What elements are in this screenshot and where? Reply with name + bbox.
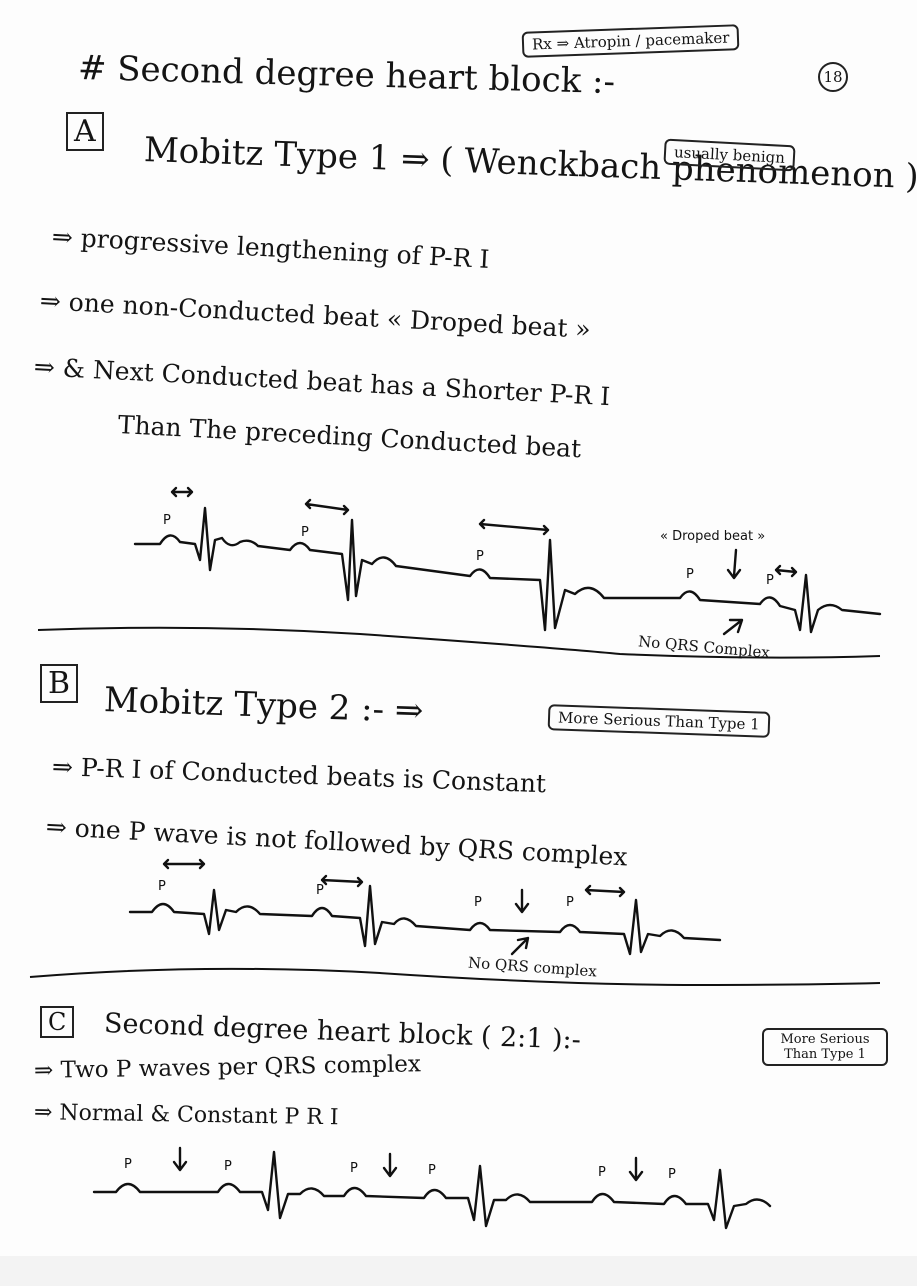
p-label: P [224,1159,232,1174]
down-arrow [628,1156,644,1182]
section-c-heading: Second degree heart block ( 2:1 ):- [103,1008,582,1056]
section-a-point-3: ⇒ & Next Conducted beat has a Shorter P-… [33,352,611,412]
section-b-badge: More Serious Than Type 1 [547,704,771,738]
p-label: P [766,573,774,588]
pri-arrow-2 [304,498,350,516]
p-label: P [476,549,484,564]
ecg-trace-a [133,506,882,634]
pri-arrow-6 [320,874,364,888]
p-label: P [316,883,324,898]
p-label: P [598,1165,606,1180]
dropped-beat-arrow [726,548,742,580]
pri-arrow-7 [584,884,626,898]
no-p-follow-arrow [514,888,530,914]
pri-arrow-5 [162,858,206,870]
p-label: P [474,895,482,910]
p-label: P [158,879,166,894]
section-b-letter: B [40,664,79,703]
no-qrs-arrow-b [510,936,530,956]
section-c-letter: C [40,1006,75,1038]
section-divider [29,967,881,987]
section-a-point-4: Than The preceding Conducted beat [117,410,582,464]
pri-arrow-1 [170,486,194,498]
ecg-trace-b [128,884,722,956]
p-label: P [163,513,171,528]
p-label: P [566,895,574,910]
down-arrow [382,1152,398,1178]
section-divider [37,626,881,659]
ecg-2-to-1-block: P P P P P P [92,1146,772,1230]
section-b-heading: Mobitz Type 2 :- ⇒ [103,680,425,732]
ecg-mobitz-type-1: P P P P P « Droped beat » [133,486,882,636]
p-label: P [428,1163,436,1178]
no-qrs-arrow [722,618,744,636]
section-c-badge: More Serious Than Type 1 [762,1028,888,1066]
p-label: P [668,1167,676,1182]
dropped-beat-label: « Droped beat » [660,529,765,544]
rx-note: Rx ⇒ Atropin / pacemaker [521,24,740,58]
down-arrow [172,1146,188,1172]
section-b-point-1: ⇒ P-R I of Conducted beats is Constant [51,752,547,799]
section-a-letter: A [66,112,104,151]
section-c-point-1: ⇒ Two P waves per QRS complex [33,1051,422,1084]
page-number: 18 [818,62,848,92]
scan-bottom-edge [0,1256,917,1286]
section-a-heading: Mobitz Type 1 ⇒ ( Wenckbach phenomenon ) [143,130,917,198]
pri-arrow-3 [478,518,550,536]
p-label: P [686,567,694,582]
p-label: P [124,1157,132,1172]
section-a-point-2: ⇒ one non-Conducted beat « Droped beat » [39,286,592,344]
p-label: P [301,525,309,540]
section-c-point-2: ⇒ Normal & Constant P R I [33,1100,339,1131]
pri-arrow-4 [774,564,798,578]
ecg-mobitz-type-2: P P P P [128,858,722,956]
ecg-trace-c [92,1150,772,1230]
section-a-point-1: ⇒ progressive lengthening of P-R I [51,222,491,274]
p-label: P [350,1161,358,1176]
